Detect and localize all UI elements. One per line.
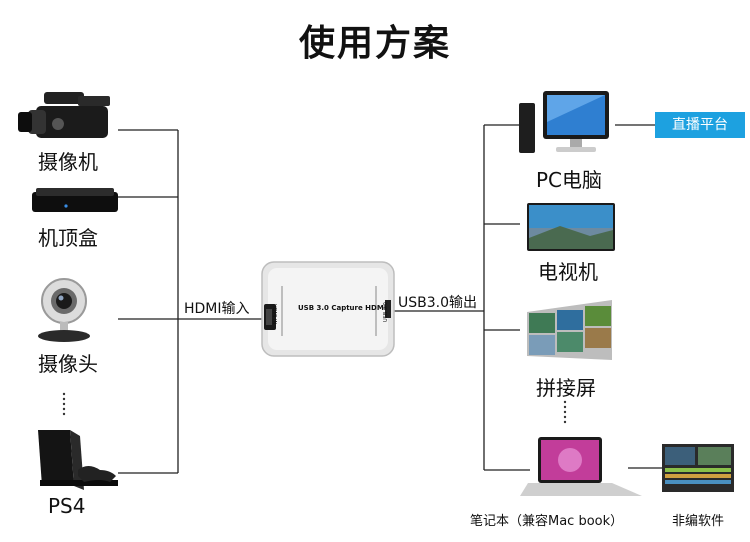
- usb-out-label: USB3.0输出: [398, 295, 478, 311]
- output-label-laptop: 笔记本（兼容Mac book）: [470, 514, 624, 529]
- device-port-in-label: HDMI IN: [271, 304, 277, 325]
- laptop-icon: [520, 437, 642, 496]
- camcorder-icon: [18, 92, 110, 138]
- input-label-camcorder: 摄像机: [38, 150, 98, 174]
- tv-icon: [527, 203, 615, 251]
- editing-software-icon: [662, 444, 734, 492]
- input-label-webcam: 摄像头: [38, 352, 98, 376]
- input-label-settop-box: 机顶盒: [38, 226, 98, 250]
- webcam-icon: [38, 278, 90, 342]
- ellipsis-right: [563, 400, 567, 424]
- output-label-pc: PC电脑: [536, 168, 603, 192]
- ps4-icon: [38, 430, 118, 490]
- device-port-out-label: USB 3.0: [383, 302, 389, 322]
- pc-icon: [519, 91, 609, 153]
- page-title: 使用方案: [298, 23, 451, 64]
- capture-device: [261, 261, 395, 357]
- input-label-ps4: PS4: [48, 494, 86, 518]
- ellipsis-left: [62, 392, 66, 416]
- input-connectors: [118, 129, 262, 474]
- video-wall-icon: [527, 300, 612, 360]
- output-label-editing-software: 非编软件: [672, 514, 725, 529]
- device-product-label: USB 3.0 Capture HDMI: [298, 304, 387, 312]
- hdmi-in-label: HDMI输入: [184, 301, 250, 317]
- live-platform-badge: 直播平台: [655, 112, 745, 138]
- output-label-video-wall: 拼接屏: [536, 376, 596, 400]
- output-label-tv: 电视机: [538, 260, 598, 284]
- output-connectors: [394, 124, 662, 471]
- settop-box-icon: [32, 188, 118, 212]
